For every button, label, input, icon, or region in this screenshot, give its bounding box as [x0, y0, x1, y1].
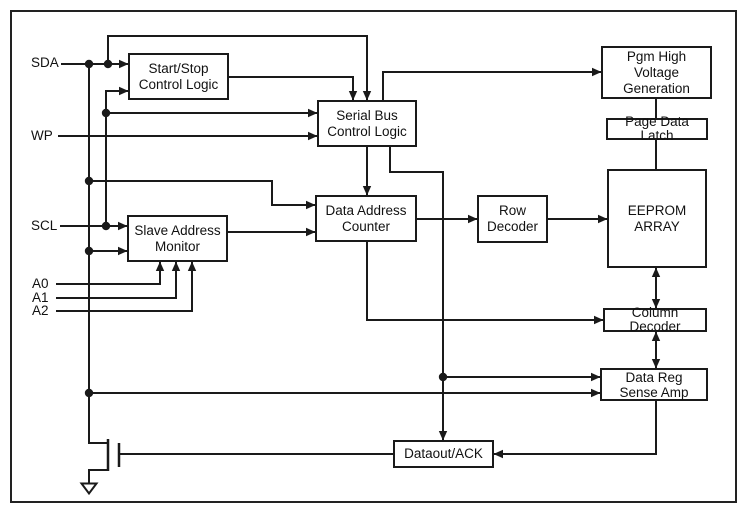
block-slave-address-monitor: Slave Address Monitor	[127, 215, 228, 262]
pin-label-wp: WP	[31, 128, 53, 143]
block-data-address-counter: Data Address Counter	[315, 195, 417, 242]
block-dataout-ack: Dataout/ACK	[393, 440, 494, 468]
wire-serial-to-dataout	[389, 147, 601, 441]
wire-startstop-to-serial	[229, 76, 358, 101]
pin-label-a2: A2	[32, 303, 49, 318]
mosfet-icon	[88, 439, 121, 483]
wire-dac-to-column-decoder	[366, 242, 604, 325]
wire-a2	[56, 261, 197, 312]
wire-datareg-to-dataout	[493, 401, 657, 459]
pin-label-scl: SCL	[31, 218, 58, 233]
block-row-decoder: Row Decoder	[477, 195, 548, 243]
wire-a0	[56, 261, 165, 285]
wire-scl	[60, 86, 318, 231]
block-eeprom-array: EEPROM ARRAY	[607, 169, 707, 268]
pin-label-a0: A0	[32, 276, 49, 291]
ground-icon	[79, 482, 99, 496]
diagram-border	[10, 10, 737, 503]
block-start-stop-control-logic: Start/Stop Control Logic	[128, 53, 229, 100]
pin-label-a1: A1	[32, 290, 49, 305]
wire-serial-to-pgmhv	[382, 67, 602, 100]
pin-label-sda: SDA	[31, 55, 59, 70]
block-page-data-latch: Page Data Latch	[606, 115, 708, 143]
wire-sda	[61, 35, 601, 444]
block-column-decoder: Column Decoder	[603, 306, 707, 334]
block-data-reg-sense-amp: Data Reg Sense Amp	[600, 368, 708, 401]
block-serial-bus-control-logic: Serial Bus Control Logic	[317, 100, 417, 147]
wire-a1	[56, 261, 181, 299]
block-pgm-high-voltage-generation: Pgm High Voltage Generation	[601, 46, 712, 99]
